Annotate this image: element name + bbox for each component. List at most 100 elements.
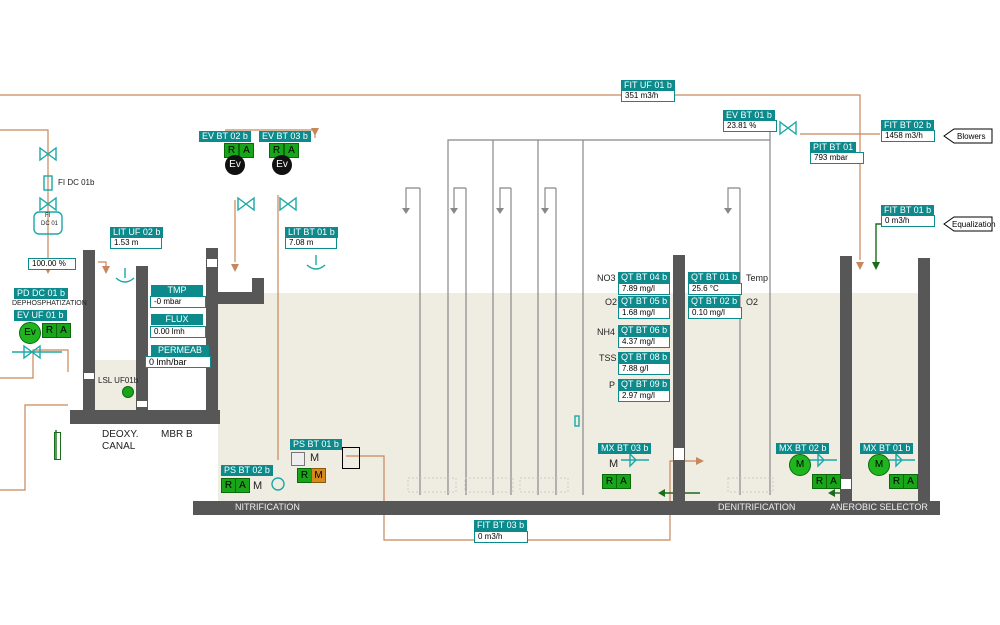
ev-bt01b-value: 23.81 % [723,120,777,132]
wall-anaerobic-left [840,256,852,502]
deoxy-label: DEOXY. [102,429,139,440]
level-bar [54,432,61,460]
qt-bt04b-tag[interactable]: QT BT 04 b [618,272,671,283]
qt-bt02b-value: 0.10 mg/l [688,307,742,319]
flux-label: FLUX [151,314,203,325]
wall-deoxy-left [83,250,95,410]
pd-dc01b-tag[interactable]: PD DC 01 b [14,288,69,299]
dephos-value: 100.00 % [28,258,76,270]
qt-bt05b-tag[interactable]: QT BT 05 b [618,296,671,307]
qt-bt01b-value: 25.6 °C [688,283,742,295]
lit-bt01b-value: 7.08 m [285,237,337,249]
mx-bt01b-r-button[interactable]: R [889,474,904,489]
mx-bt03b-a-button[interactable]: A [616,474,631,489]
ev-bt03b-a-button[interactable]: A [284,143,299,158]
tmp-value: -0 mbar [150,296,206,308]
ps-bt01b-r-button[interactable]: R [297,468,312,483]
fit-bt02b-tag[interactable]: FIT BT 02 b [881,120,935,131]
fi-icon-label-2: DC 01 [41,221,59,227]
ev-bt02b-r-button[interactable]: R [224,143,239,158]
wall-mbr-left [136,266,148,411]
ps-bt02b-r-button[interactable]: R [221,478,236,493]
ev-uf01b-status[interactable]: Ev [19,322,41,344]
qt-bt04b-value: 7.89 mg/l [618,283,670,295]
qt-bt06b-value: 4.37 mg/l [618,336,670,348]
lsl-uf01b-label: LSL UF01b [98,376,139,385]
ps-bt01b-tag[interactable]: PS BT 01 b [290,439,342,450]
nh4-label: NH4 [597,327,616,337]
ev-bt03b-tag[interactable]: EV BT 03 b [259,131,311,142]
lit-uf02b-value: 1.53 m [110,237,162,249]
nitrification-label: NITRIFICATION [235,502,300,512]
wall-gap [206,258,218,268]
wall-gap [673,447,685,461]
flux-value: 0.00 lmh [150,326,206,338]
ev-bt02b-tag[interactable]: EV BT 02 b [199,131,251,142]
wall-mbr-right [206,248,218,411]
ev-uf01b-a-button[interactable]: A [56,323,71,338]
equalization-label: Equalization [952,220,996,229]
wall-gap [83,372,95,380]
mx-bt01b-tag[interactable]: MX BT 01 b [860,443,914,454]
qt-bt09b-tag[interactable]: QT BT 09 b [618,379,671,390]
tmp-label: TMP [151,285,203,296]
blowers-label: Blowers [957,132,986,141]
wall-denit-left [673,255,685,502]
ps-bt01b-mode-icon[interactable] [291,452,305,466]
mx-bt03b-motor: M [609,458,619,470]
canal-label: CANAL [102,441,136,452]
fi-icon-label: FI [45,213,51,219]
ev-bt02b-a-button[interactable]: A [239,143,254,158]
ps-bt01b-m-button[interactable]: M [311,468,326,483]
fi-dc01b-label: FI DC 01b [58,178,95,187]
no3-label: NO3 [597,273,616,283]
denitrification-label: DENITRIFICATION [718,502,796,512]
wall-gap [136,400,148,408]
mx-bt01b-a-button[interactable]: A [903,474,918,489]
ps-bt02b-a-button[interactable]: A [235,478,250,493]
ps-bt01b-motor: M [310,452,320,464]
temp-label: Temp [746,273,769,283]
fit-bt01b-tag[interactable]: FIT BT 01 b [881,205,935,216]
dephos-label: DEPHOSPHATIZATION [12,300,87,307]
ps-bt01b-unit[interactable] [342,447,360,469]
fit-bt02b-value: 1458 m3/h [881,130,935,142]
anaerobic-label: ANEROBIC SELECTOR [830,502,928,512]
ev-uf01b-r-button[interactable]: R [42,323,57,338]
ev-bt02b-status[interactable]: Ev [225,155,245,175]
ev-uf01b-tag[interactable]: EV UF 01 b [14,310,67,321]
basin-floor [193,501,940,515]
ev-bt03b-status[interactable]: Ev [272,155,292,175]
fit-uf01b-tag[interactable]: FIT UF 01 b [621,80,675,91]
mx-bt02b-motor[interactable]: M [789,454,811,476]
p-label: P [609,380,616,390]
mx-bt02b-tag[interactable]: MX BT 02 b [776,443,830,454]
tss-label: TSS [599,353,617,363]
mx-bt01b-motor[interactable]: M [868,454,890,476]
mx-bt02b-a-button[interactable]: A [826,474,841,489]
pit-bt01-tag[interactable]: PIT BT 01 [810,142,857,153]
ev-bt01b-tag[interactable]: EV BT 01 b [723,110,775,121]
deoxy-floor [70,410,220,424]
ev-bt03b-r-button[interactable]: R [269,143,284,158]
wall-gap [840,478,852,490]
qt-bt08b-tag[interactable]: QT BT 08 b [618,352,671,363]
ps-bt02b-motor: M [253,480,263,492]
mx-bt03b-r-button[interactable]: R [602,474,617,489]
lit-uf02b-tag[interactable]: LIT UF 02 b [110,227,164,238]
qt-bt05b-value: 1.68 mg/l [618,307,670,319]
fit-uf01b-value: 351 m3/h [621,90,675,102]
permeab-label: PERMEAB [151,345,209,356]
ps-bt02b-tag[interactable]: PS BT 02 b [221,465,273,476]
qt-bt06b-tag[interactable]: QT BT 06 b [618,325,671,336]
mx-bt03b-tag[interactable]: MX BT 03 b [598,443,652,454]
qt-bt01b-tag[interactable]: QT BT 01 b [688,272,741,283]
qt-bt02b-tag[interactable]: QT BT 02 b [688,296,741,307]
lit-bt01b-tag[interactable]: LIT BT 01 b [285,227,338,238]
mx-bt02b-r-button[interactable]: R [812,474,827,489]
air-pipes [405,130,771,495]
valve-symbols [12,120,915,491]
lsl-indicator [122,386,134,398]
fit-bt03b-tag[interactable]: FIT BT 03 b [474,520,528,531]
wall-anaerobic-right [918,258,930,502]
